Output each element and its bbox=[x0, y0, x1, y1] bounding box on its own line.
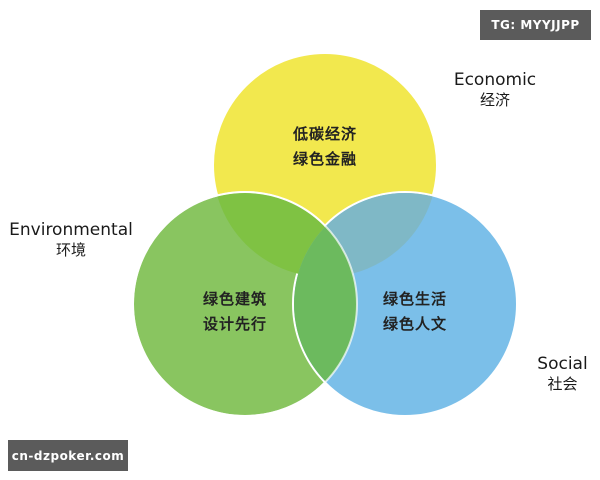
environmental-label: Environmental 环境 bbox=[2, 220, 140, 260]
social-label-cn: 社会 bbox=[547, 375, 578, 394]
social-label: Social 社会 bbox=[525, 354, 600, 394]
environmental-inner-line1: 绿色建筑 bbox=[202, 290, 267, 308]
environmental-inner-text: 绿色建筑 设计先行 bbox=[175, 287, 295, 337]
watermark-text: cn-dzpoker.com bbox=[11, 448, 125, 463]
social-label-en: Social bbox=[537, 354, 588, 374]
economic-inner-line1: 低碳经济 bbox=[292, 125, 357, 143]
social-inner-line2: 绿色人文 bbox=[382, 315, 447, 333]
social-inner-line1: 绿色生活 bbox=[382, 290, 447, 308]
environmental-label-cn: 环境 bbox=[55, 241, 86, 260]
watermark-badge-bottom-left: cn-dzpoker.com bbox=[8, 440, 128, 471]
economic-inner-line2: 绿色金融 bbox=[292, 150, 357, 168]
economic-label-en: Economic bbox=[453, 70, 537, 90]
watermark-badge-top-right: TG: MYYJJPP bbox=[480, 10, 591, 40]
watermark-text: TG: MYYJJPP bbox=[491, 18, 580, 32]
environmental-label-en: Environmental bbox=[9, 220, 133, 240]
social-inner-text: 绿色生活 绿色人文 bbox=[355, 287, 475, 337]
environmental-inner-line2: 设计先行 bbox=[202, 315, 267, 333]
economic-label: Economic 经济 bbox=[440, 70, 550, 110]
economic-label-cn: 经济 bbox=[479, 91, 510, 110]
economic-inner-text: 低碳经济 绿色金融 bbox=[265, 122, 385, 172]
overlap-economic-environmental bbox=[213, 193, 356, 277]
overlap-economic-social bbox=[294, 193, 437, 277]
